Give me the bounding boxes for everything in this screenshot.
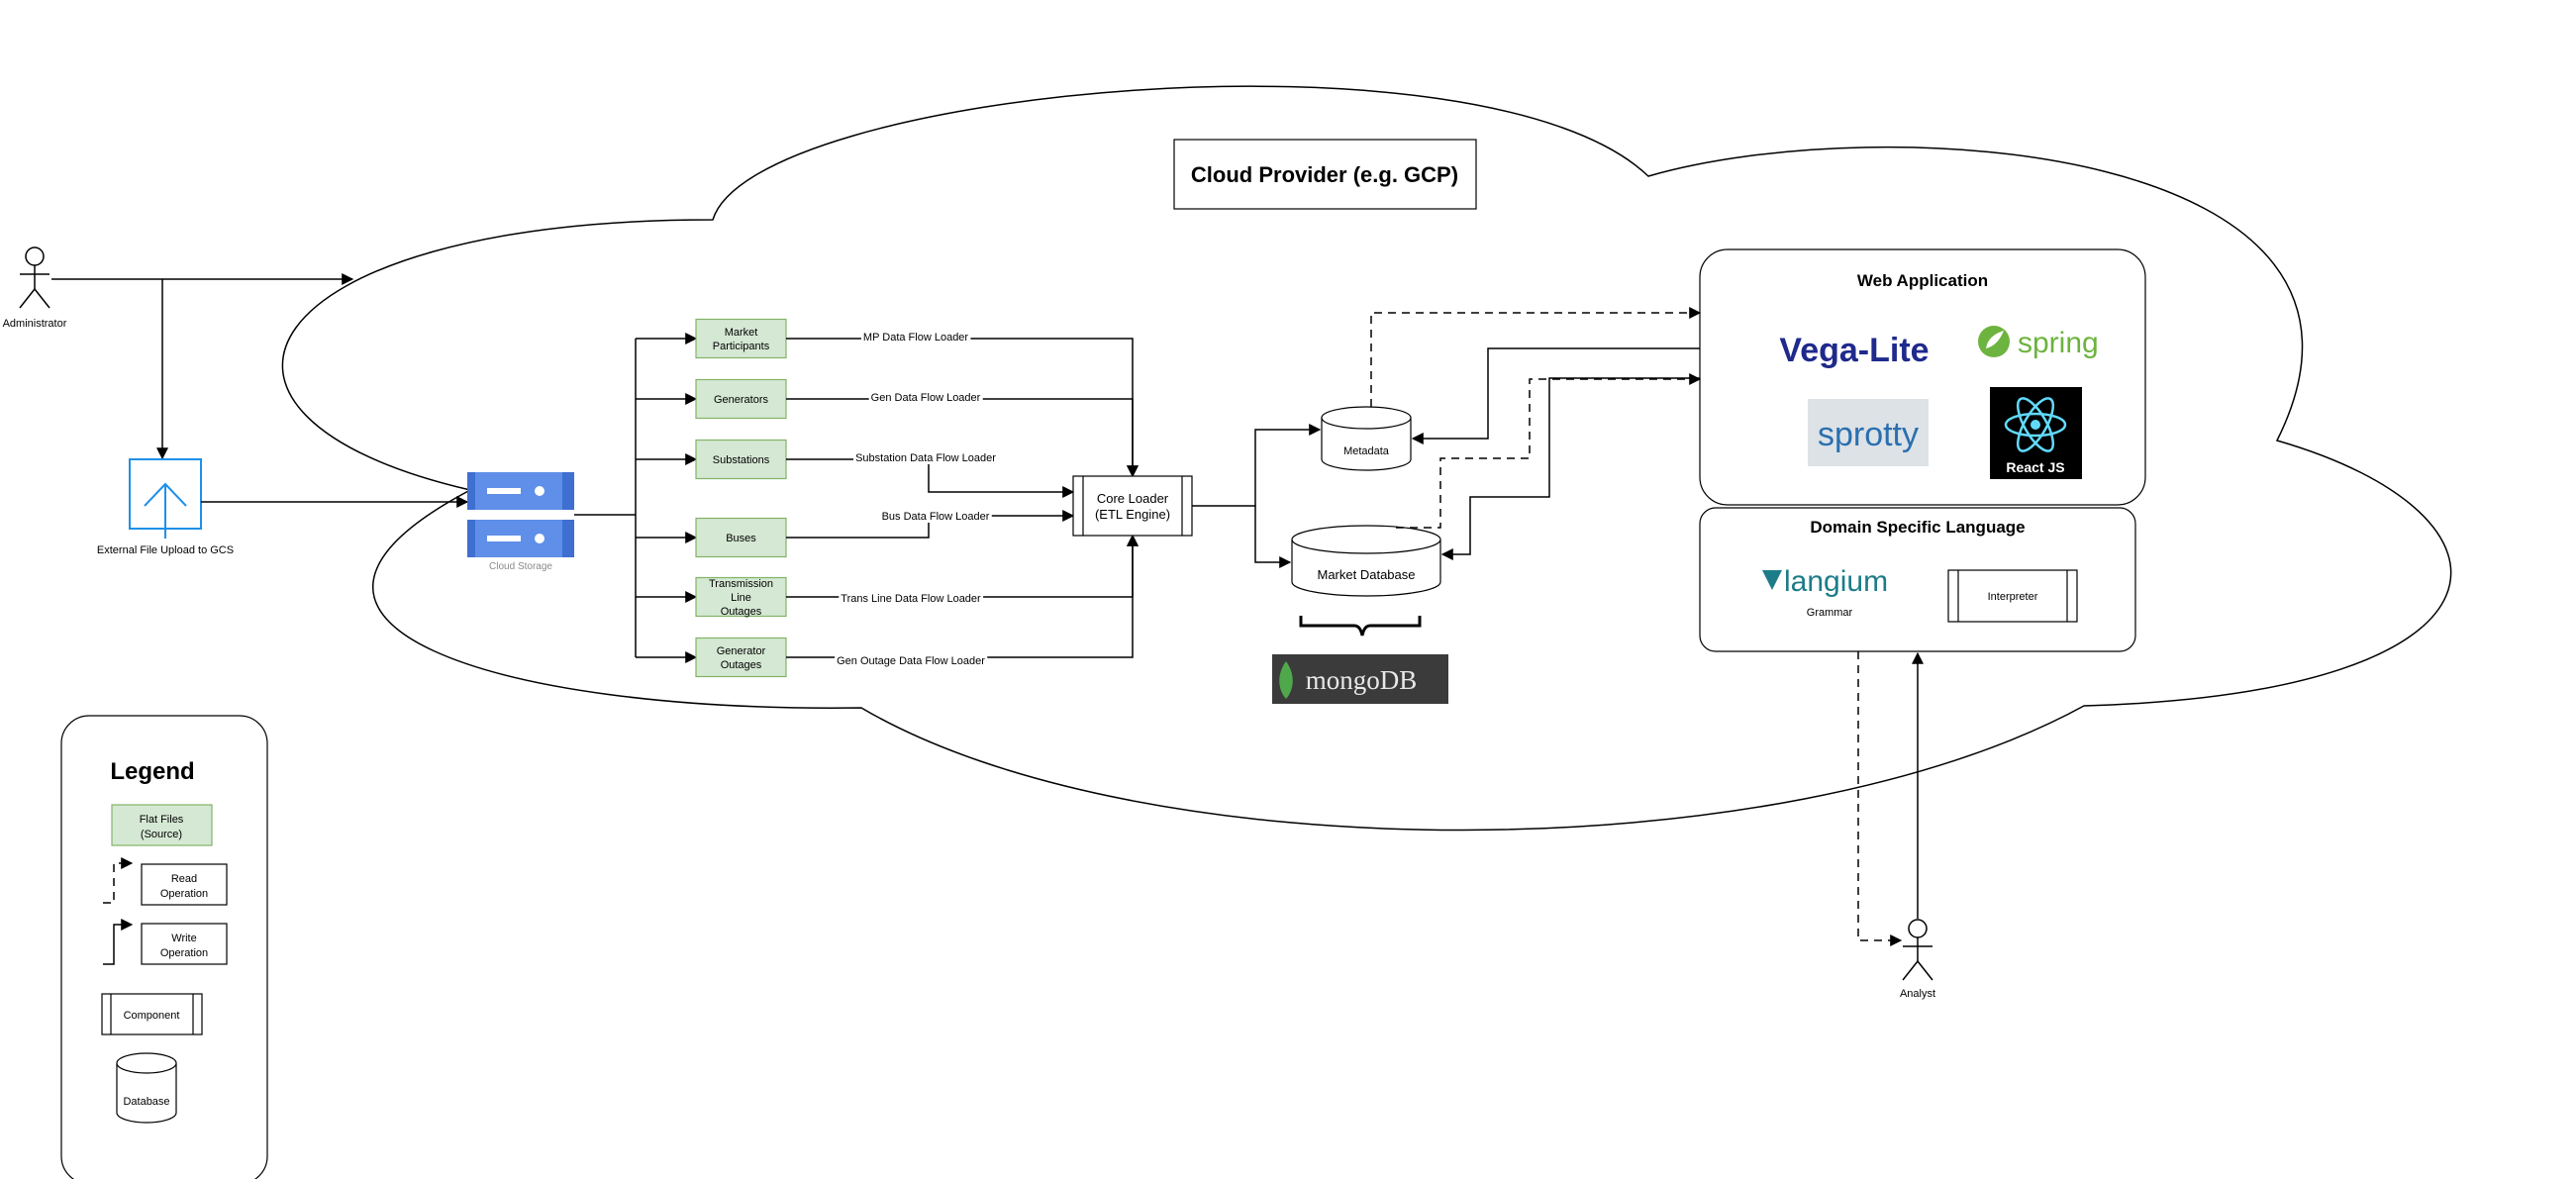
analyst-actor: Analyst <box>1900 919 1935 1000</box>
core-to-metadata-arrow <box>1192 424 1322 507</box>
svg-text:Vega-Lite: Vega-Lite <box>1779 332 1929 369</box>
dsl-title: Domain Specific Language <box>1810 518 2025 537</box>
loader-label: MP Data Flow Loader <box>863 332 969 344</box>
loader-label-background <box>879 511 992 523</box>
svg-text:mongoDB: mongoDB <box>1306 665 1418 695</box>
loader-label: Substation Data Flow Loader <box>855 452 996 464</box>
source-file-label: Buses <box>726 533 756 544</box>
legend-read-operation: Read Operation <box>103 857 228 906</box>
loader-label: Gen Data Flow Loader <box>871 392 981 404</box>
source-file-label: Line <box>731 592 751 604</box>
svg-text:(Source): (Source) <box>141 829 182 840</box>
source-file-label: Market <box>725 327 758 339</box>
svg-text:Operation: Operation <box>160 947 208 959</box>
core-loader: Core Loader (ETL Engine) <box>1072 475 1193 537</box>
webapp-write-market-db-arrow <box>1440 377 1700 560</box>
upload-arrow-icon <box>129 458 202 539</box>
metadata-label: Metadata <box>1343 445 1390 457</box>
svg-text:Component: Component <box>124 1010 180 1022</box>
legend-component: Component <box>101 993 203 1035</box>
legend: Legend Flat Files (Source) Read Operatio… <box>60 715 268 1179</box>
legend-title: Legend <box>110 758 194 785</box>
loader-label-background <box>839 593 984 605</box>
interpreter-component: Interpreter <box>1947 569 2078 623</box>
svg-text:React JS: React JS <box>2006 459 2064 475</box>
market-db-brace <box>1299 616 1422 637</box>
source-file-label: Generators <box>714 394 769 406</box>
source-file-box: Generators <box>695 378 787 420</box>
svg-text:Database: Database <box>123 1096 169 1108</box>
loader-flow-arrow <box>786 510 1075 539</box>
vega-lite-logo: Vega-Lite <box>1779 332 1929 369</box>
metadata-database: Metadata <box>1321 406 1412 471</box>
cloud-storage-icon <box>467 472 574 557</box>
metadata-read-arrow <box>1370 307 1702 407</box>
svg-text:Read: Read <box>171 873 197 885</box>
legend-database: Database <box>116 1052 177 1124</box>
cloud-storage-label: Cloud Storage <box>489 561 552 572</box>
spring-logo: spring <box>1978 326 2099 359</box>
administrator-label: Administrator <box>3 318 67 330</box>
loader-label-background <box>835 655 988 667</box>
loader-label: Trans Line Data Flow Loader <box>841 593 981 605</box>
loader-label-background <box>853 452 999 464</box>
source-file-label: Outages <box>721 659 762 671</box>
react-logo: React JS <box>1990 387 2082 479</box>
loader-label: Bus Data Flow Loader <box>882 511 990 523</box>
legend-flat-files: Flat Files (Source) <box>111 804 213 846</box>
core-to-market-db-arrow <box>1254 506 1292 568</box>
upload-label: External File Upload to GCS <box>97 544 234 556</box>
source-file-box: Buses <box>695 517 787 558</box>
loader-label: Gen Outage Data Flow Loader <box>837 655 985 667</box>
sprotty-logo: sprotty <box>1808 399 1929 466</box>
langium-logo: langium <box>1762 565 1888 598</box>
svg-text:Flat Files: Flat Files <box>140 814 184 826</box>
svg-text:Operation: Operation <box>160 888 208 900</box>
svg-text:Write: Write <box>171 933 196 944</box>
source-files: MarketParticipantsGeneratorsSubstationsB… <box>695 318 787 678</box>
core-loader-line2: (ETL Engine) <box>1095 507 1170 522</box>
source-file-label: Outages <box>721 606 762 618</box>
source-file-label: Transmission <box>709 578 773 590</box>
source-file-label: Generator <box>717 645 766 657</box>
svg-text:langium: langium <box>1784 565 1888 598</box>
core-loader-line1: Core Loader <box>1097 491 1169 506</box>
legend-write-operation: Write Operation <box>103 919 228 965</box>
cloud-title: Cloud Provider (e.g. GCP) <box>1191 162 1458 187</box>
loader-label-background <box>860 332 971 344</box>
source-file-label: Substations <box>713 454 770 466</box>
web-application-title: Web Application <box>1857 271 1988 290</box>
cloud-title-box: Cloud Provider (e.g. GCP) <box>1173 139 1477 210</box>
loader-label-background <box>868 392 983 404</box>
svg-text:spring: spring <box>2018 327 2099 359</box>
market-db-read-arrow <box>1396 373 1702 529</box>
source-file-label: Participants <box>713 341 770 352</box>
interpreter-label: Interpreter <box>1988 591 2038 603</box>
grammar-label: Grammar <box>1807 607 1853 619</box>
market-database: Market Database <box>1291 525 1441 597</box>
analyst-label: Analyst <box>1900 988 1935 1000</box>
source-file-box: Substations <box>695 439 787 480</box>
market-database-label: Market Database <box>1318 567 1416 582</box>
mongodb-logo: mongoDB <box>1272 654 1448 704</box>
webapp-write-metadata-arrow <box>1411 347 1700 444</box>
svg-text:sprotty: sprotty <box>1818 416 1919 453</box>
administrator-actor: Administrator <box>3 246 67 330</box>
storage-fanout-arrows <box>636 333 698 663</box>
